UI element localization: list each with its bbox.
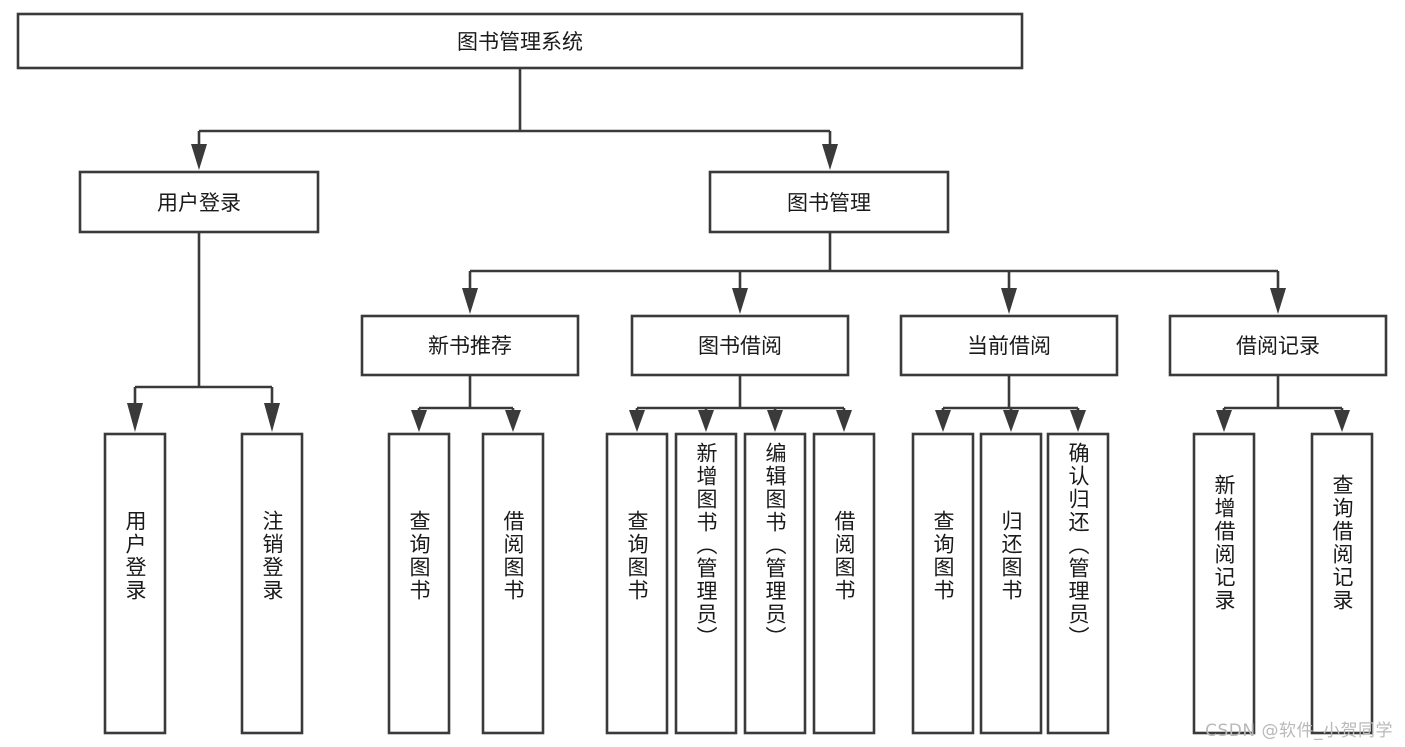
arrowhead-current-borrow <box>1001 288 1017 314</box>
leaf-label-wrap-query-borrow-record: 查询借阅记录 <box>1312 434 1372 733</box>
node-root-box[interactable] <box>16 12 1024 70</box>
node-borrow-record-label: 借阅记录 <box>1236 334 1320 358</box>
node-leaf-query-book-2-label: 查询图书 <box>625 510 650 602</box>
node-user-login-box[interactable] <box>78 170 320 234</box>
node-leaf-add-borrow-record-box[interactable] <box>1192 432 1256 735</box>
node-user-login-label: 用户登录 <box>157 191 241 215</box>
connector-layer <box>127 68 1350 432</box>
arrowhead-user-login <box>191 144 207 170</box>
arrowhead-new-book-recommend <box>462 288 478 314</box>
leaf-label-wrap-add-book: 新增图书（管理员） <box>676 434 736 733</box>
node-leaf-borrow-book-2-label: 借阅图书 <box>832 510 857 602</box>
node-book-borrow-label: 图书借阅 <box>698 334 782 358</box>
node-current-borrow-label: 当前借阅 <box>967 334 1051 358</box>
leaf-label-wrap-return-book: 归还图书 <box>981 434 1041 733</box>
leaf-label-wrap-add-borrow-record: 新增借阅记录 <box>1194 434 1254 733</box>
node-leaf-query-borrow-record-label: 查询借阅记录 <box>1330 474 1355 612</box>
arrowhead-leaf-user-logout <box>264 403 280 432</box>
node-leaf-user-login-box[interactable] <box>103 432 167 735</box>
arrowhead-leaf-add-book <box>698 410 714 432</box>
node-leaf-edit-book-box[interactable] <box>743 432 807 735</box>
leaf-label-wrap-edit-book: 编辑图书（管理员） <box>745 434 805 733</box>
node-leaf-query-book-1-box[interactable] <box>387 432 451 735</box>
node-leaf-add-borrow-record-label: 新增借阅记录 <box>1212 474 1237 612</box>
arrowhead-leaf-query-borrow-record <box>1334 410 1350 432</box>
node-leaf-borrow-book-2-box[interactable] <box>812 432 876 735</box>
node-leaf-borrow-book-1-label: 借阅图书 <box>501 510 526 602</box>
leaf-label-wrap-borrow-book-1: 借阅图书 <box>483 434 543 733</box>
arrowhead-leaf-edit-book <box>767 410 783 432</box>
arrowhead-book-manage <box>822 144 838 170</box>
arrowhead-leaf-query-book-2 <box>629 410 645 432</box>
node-leaf-confirm-return-label: 确认归还（管理员） <box>1066 442 1091 649</box>
node-leaf-add-book-box[interactable] <box>674 432 738 735</box>
leaf-label-wrap-query-book-1: 查询图书 <box>389 434 449 733</box>
leaf-label-wrap-user-logout: 注销登录 <box>242 434 302 733</box>
node-new-book-recommend-label: 新书推荐 <box>428 334 512 358</box>
node-leaf-query-book-3-label: 查询图书 <box>931 510 956 602</box>
arrowhead-leaf-user-login <box>127 403 143 432</box>
arrowhead-book-borrow <box>732 288 748 314</box>
node-current-borrow-box[interactable] <box>899 314 1119 377</box>
node-leaf-user-logout-label: 注销登录 <box>260 510 285 602</box>
arrowhead-leaf-query-book-3 <box>935 410 951 432</box>
node-leaf-confirm-return-box[interactable] <box>1046 432 1110 735</box>
leaf-label-wrap-borrow-book-2: 借阅图书 <box>814 434 874 733</box>
node-book-manage-label: 图书管理 <box>787 191 871 215</box>
node-leaf-query-book-3-box[interactable] <box>911 432 975 735</box>
node-new-book-recommend-box[interactable] <box>360 314 580 377</box>
node-root-label: 图书管理系统 <box>457 30 583 54</box>
node-borrow-record-box[interactable] <box>1168 314 1388 377</box>
node-book-borrow-box[interactable] <box>630 314 850 377</box>
node-leaf-add-book-label: 新增图书（管理员） <box>694 442 719 649</box>
arrowhead-leaf-query-book-1 <box>411 410 427 432</box>
node-leaf-user-logout-box[interactable] <box>240 432 304 735</box>
arrowhead-leaf-add-borrow-record <box>1216 410 1232 432</box>
arrowhead-borrow-record <box>1270 288 1286 314</box>
node-leaf-query-borrow-record-box[interactable] <box>1310 432 1374 735</box>
node-layer: 图书管理系统 用户登录 图书管理 新书推荐 图书借阅 当前借阅 借阅记录 <box>16 12 1388 735</box>
node-leaf-borrow-book-1-box[interactable] <box>481 432 545 735</box>
leaf-label-wrap-confirm-return: 确认归还（管理员） <box>1048 434 1108 733</box>
arrowhead-leaf-borrow-book-2 <box>836 410 852 432</box>
arrowhead-leaf-return-book <box>1003 410 1019 432</box>
node-book-manage-box[interactable] <box>708 170 950 234</box>
arrowhead-leaf-borrow-book-1 <box>505 410 521 432</box>
leaf-label-wrap-query-book-2: 查询图书 <box>607 434 667 733</box>
node-leaf-query-book-2-box[interactable] <box>605 432 669 735</box>
node-leaf-query-book-1-label: 查询图书 <box>407 510 432 602</box>
leaf-label-wrap-query-book-3: 查询图书 <box>913 434 973 733</box>
node-leaf-return-book-box[interactable] <box>979 432 1043 735</box>
node-leaf-edit-book-label: 编辑图书（管理员） <box>763 442 788 649</box>
arrowhead-leaf-confirm-return <box>1070 410 1086 432</box>
leaf-label-wrap-user-login: 用户登录 <box>105 434 165 733</box>
node-leaf-user-login-label: 用户登录 <box>123 510 148 602</box>
node-leaf-return-book-label: 归还图书 <box>999 510 1024 602</box>
